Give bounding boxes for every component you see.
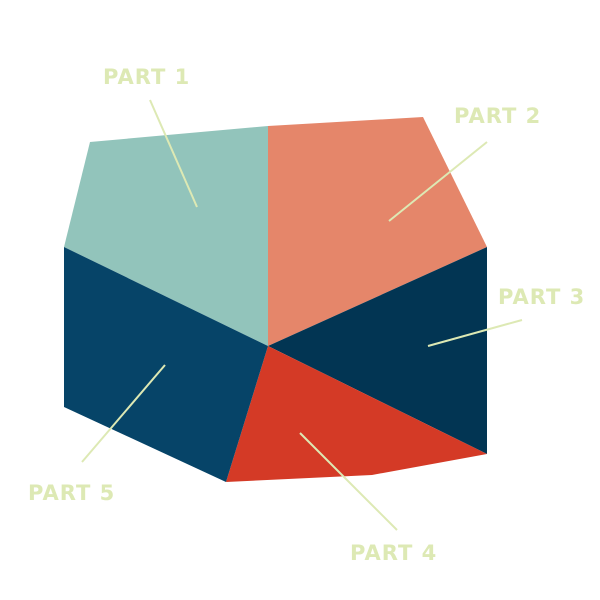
part-1-segment — [64, 126, 268, 346]
part-1-label: PART 1 — [103, 65, 190, 89]
part-2-leader-line — [388, 141, 488, 222]
part-3-segment — [268, 247, 487, 454]
part-4-leader-line — [299, 432, 398, 531]
part-3-label: PART 3 — [498, 285, 585, 309]
part-2-label: PART 2 — [454, 104, 541, 128]
part-5-label: PART 5 — [28, 481, 115, 505]
part-4-label: PART 4 — [350, 541, 437, 565]
part-4-segment — [226, 346, 487, 482]
part-2-segment — [268, 117, 487, 346]
part-1-leader-line — [149, 99, 198, 208]
part-3-leader-line — [427, 319, 523, 347]
part-5-leader-line — [81, 364, 166, 463]
